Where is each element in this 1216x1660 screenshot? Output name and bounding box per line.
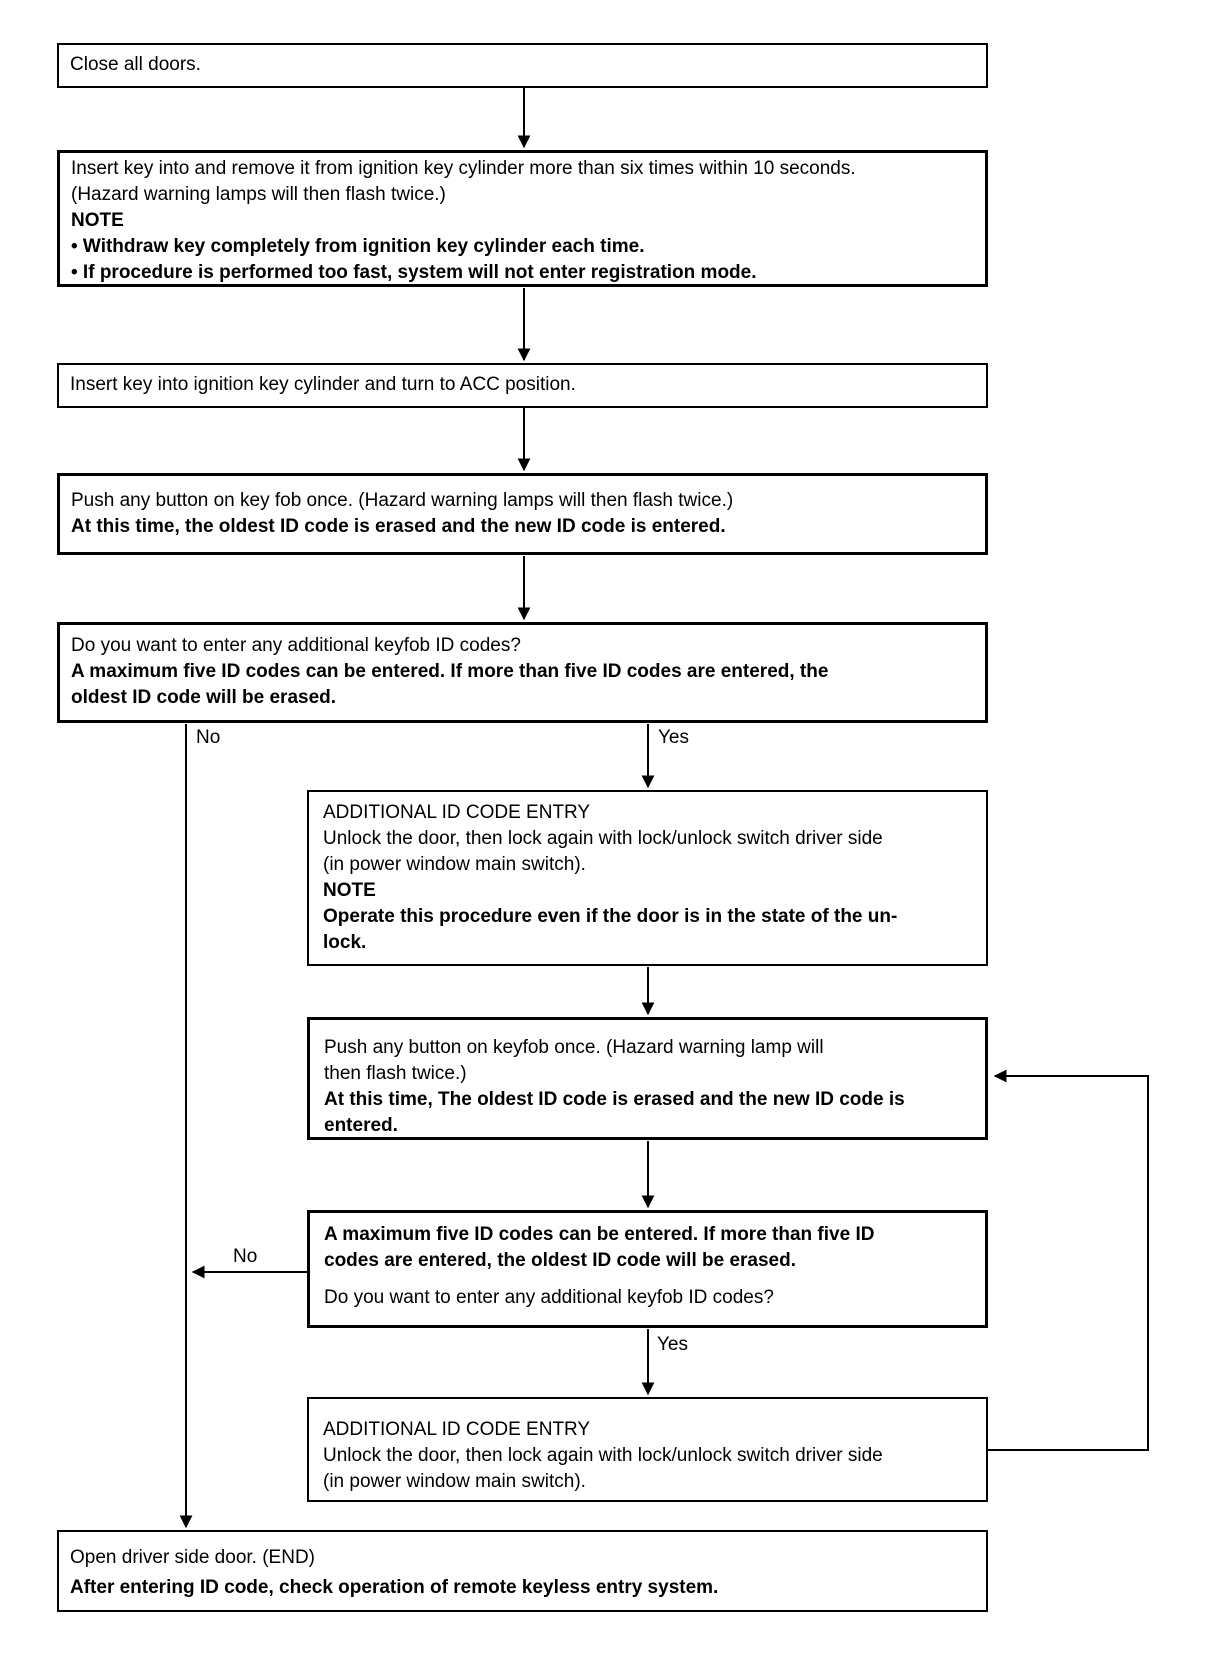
- flow-box-open-driver-door-end: Open driver side door. (END) After enteri…: [57, 1530, 988, 1612]
- text-line: oldest ID code will be erased.: [71, 687, 337, 708]
- text-line: At this time, the oldest ID code is eras…: [71, 516, 726, 537]
- text-line: A maximum five ID codes can be entered. …: [71, 661, 829, 682]
- flow-box-turn-to-acc: Insert key into ignition key cylinder an…: [57, 363, 988, 408]
- text-line: • If procedure is performed too fast, sy…: [71, 262, 757, 283]
- flow-box-insert-remove-key: Insert key into and remove it from ignit…: [57, 150, 988, 287]
- branch-label-yes-2: Yes: [657, 1334, 688, 1355]
- text-line: Close all doors.: [70, 54, 201, 75]
- text-line: NOTE: [323, 880, 376, 901]
- flow-box-push-keyfob-button-loop: Push any button on keyfob once. (Hazard …: [307, 1017, 988, 1140]
- text-line: lock.: [323, 932, 367, 953]
- branch-label-no-2: No: [233, 1246, 258, 1267]
- flow-box-push-keyfob-button: Push any button on key fob once. (Hazard…: [57, 473, 988, 555]
- text-line: ADDITIONAL ID CODE ENTRY: [323, 802, 591, 823]
- flow-box-additional-codes-question-1: Do you want to enter any additional keyf…: [57, 622, 988, 723]
- flow-box-additional-id-entry-1: ADDITIONAL ID CODE ENTRY Unlock the door,…: [307, 790, 988, 966]
- text-line: Insert key into and remove it from ignit…: [71, 158, 856, 179]
- text-line: Push any button on key fob once. (Hazard…: [71, 490, 734, 511]
- text-line: then flash twice.): [324, 1063, 467, 1084]
- arrow-loop-back: [988, 1069, 1149, 1451]
- text-line: • Withdraw key completely from ignition …: [71, 236, 645, 257]
- text-line: Insert key into ignition key cylinder an…: [70, 374, 576, 395]
- text-line: (Hazard warning lamps will then flash tw…: [71, 184, 446, 205]
- text-line: Push any button on keyfob once. (Hazard …: [324, 1037, 824, 1058]
- text-line: (in power window main switch).: [323, 1471, 586, 1492]
- text-line: A maximum five ID codes can be entered. …: [324, 1224, 875, 1245]
- text-line: After entering ID code, check operation …: [70, 1577, 719, 1598]
- text-line: ADDITIONAL ID CODE ENTRY: [323, 1419, 591, 1440]
- text-line: At this time, The oldest ID code is eras…: [324, 1089, 905, 1110]
- text-line: Operate this procedure even if the door …: [323, 906, 898, 927]
- text-line: Unlock the door, then lock again with lo…: [323, 828, 883, 849]
- text-line: Open driver side door. (END): [70, 1547, 315, 1568]
- flow-box-close-all-doors: Close all doors.: [57, 43, 988, 88]
- flow-box-additional-codes-question-2: A maximum five ID codes can be entered. …: [307, 1210, 988, 1328]
- text-line: Unlock the door, then lock again with lo…: [323, 1445, 883, 1466]
- text-line: (in power window main switch).: [323, 854, 586, 875]
- text-line: codes are entered, the oldest ID code wi…: [324, 1250, 796, 1271]
- text-line: Do you want to enter any additional keyf…: [324, 1287, 774, 1308]
- text-line: entered.: [324, 1115, 398, 1136]
- branch-label-yes-1: Yes: [658, 727, 689, 748]
- text-line: Do you want to enter any additional keyf…: [71, 635, 521, 656]
- text-line: NOTE: [71, 210, 124, 231]
- flow-box-additional-id-entry-2: ADDITIONAL ID CODE ENTRY Unlock the door,…: [307, 1397, 988, 1502]
- branch-label-no-1: No: [196, 727, 221, 748]
